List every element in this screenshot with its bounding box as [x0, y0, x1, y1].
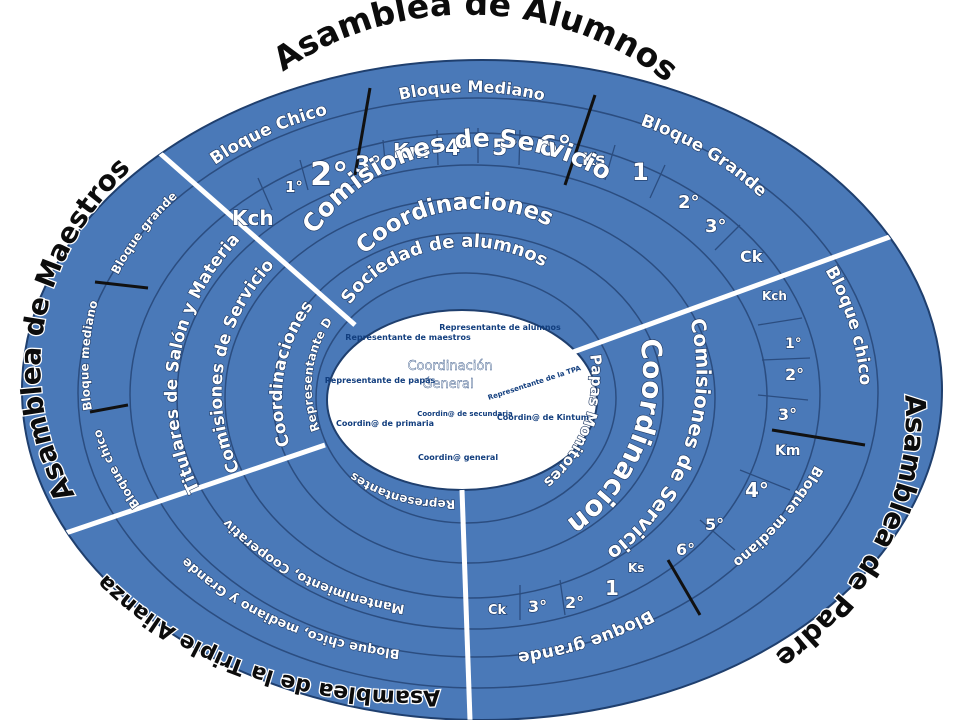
grade-label: 2° — [310, 155, 348, 193]
grade-label: 2° — [785, 365, 804, 384]
center-item: Representante de maestros — [345, 333, 471, 342]
ring-5 — [224, 197, 716, 599]
grade-label: 5° — [492, 136, 518, 161]
grade-label: Km — [393, 139, 429, 163]
block-divider — [666, 559, 702, 616]
ring-7 — [315, 272, 617, 524]
rings — [21, 59, 943, 720]
alumnos-grades: Kch 1° 2° 3° Km 4° 5° 6° Ks 1 2° 3° Ck — [231, 128, 763, 266]
separator-line — [59, 442, 326, 538]
center-item: Representante de papás — [325, 376, 436, 385]
center-item: Coordin@ de Kintum — [497, 413, 589, 422]
separator-line — [459, 489, 473, 720]
padres-grades: Kch 1° 2° 3° Km 4° 5° 6° Ks 1 2° 3° Ck — [487, 288, 804, 618]
grade-label: Ks — [628, 561, 644, 575]
grade-label: 3° — [528, 597, 547, 616]
block-divider — [563, 94, 597, 186]
ring-3 — [129, 132, 821, 658]
ring-4 — [176, 164, 768, 630]
grade-label: 4° — [445, 136, 471, 161]
center-title-line1: Coordinación — [407, 359, 492, 374]
grade-label: Ck — [740, 247, 763, 266]
center-item: Representante de alumnos — [439, 323, 561, 332]
grade-label: 2° — [565, 593, 584, 612]
grade-ticks — [257, 128, 811, 620]
grade-label: 1 — [632, 158, 649, 186]
grade-label: Ck — [488, 603, 507, 618]
grade-label: 5° — [705, 515, 724, 534]
center-item: Coordin@ de secundaria — [417, 410, 513, 418]
ring-6 — [272, 232, 664, 564]
separator-line — [564, 232, 896, 358]
grade-label: Km — [775, 443, 800, 459]
grade-label: 6° — [676, 540, 695, 559]
grade-label: 3° — [778, 405, 797, 424]
grade-label: Ks — [582, 150, 605, 170]
block-divider — [94, 280, 149, 290]
block-divider — [89, 403, 129, 414]
center-title-line2: General — [422, 377, 473, 392]
grade-label: 1 — [605, 576, 619, 600]
separators — [59, 87, 896, 720]
grade-label: 1° — [285, 178, 303, 196]
grade-label: 3° — [705, 216, 727, 237]
grade-label: 3° — [355, 153, 381, 178]
grade-label: 1° — [785, 336, 802, 352]
grade-label: 6° — [538, 129, 571, 162]
grade-label: 4° — [745, 478, 769, 502]
grade-label: Kch — [762, 289, 787, 303]
grade-label: Kch — [232, 206, 274, 230]
block-divider — [771, 428, 866, 447]
center-item: Coordin@ de primaria — [336, 419, 434, 428]
block-divider — [353, 87, 372, 176]
separator-line — [143, 138, 357, 327]
grade-label: 2° — [678, 192, 700, 213]
center-item: Coordin@ general — [418, 453, 498, 462]
ring-2 — [77, 97, 879, 689]
